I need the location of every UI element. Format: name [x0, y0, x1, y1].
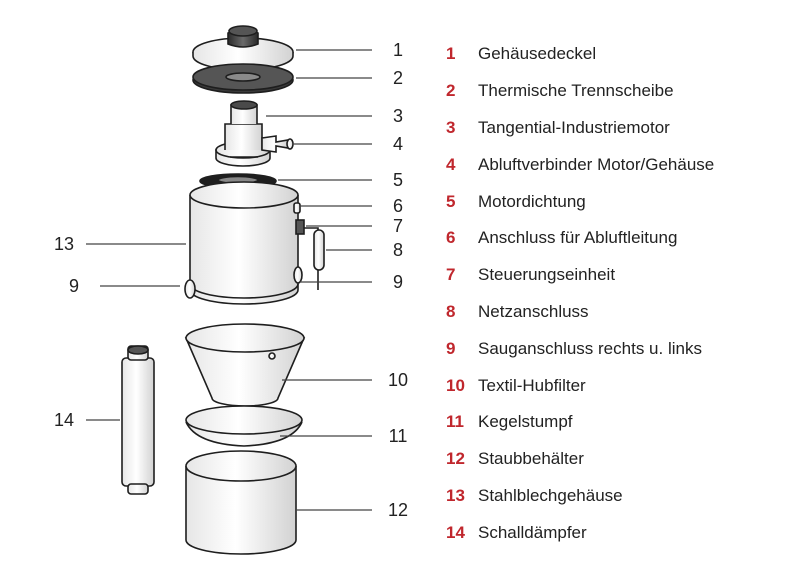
legend-label: Abluftverbinder Motor/Gehäuse — [478, 154, 715, 174]
legend-number: 14 — [446, 522, 465, 542]
control-unit — [295, 219, 305, 235]
legend-label: Textil-Hubfilter — [478, 375, 586, 395]
callout-7: 7 — [393, 216, 403, 236]
legend-number: 3 — [446, 117, 456, 137]
callout-13: 13 — [54, 234, 74, 254]
legend-item: 6 Anschluss für Abluftleitung — [446, 220, 714, 257]
legend-label: Steuerungseinheit — [478, 265, 616, 285]
suction-port-left — [184, 279, 196, 299]
legend-number: 9 — [446, 338, 456, 358]
legend-label: Motordichtung — [478, 191, 586, 211]
legend-number: 8 — [446, 301, 456, 321]
legend-item: 10 Textil-Hubfilter — [446, 367, 714, 404]
exhaust-connector-part — [261, 135, 294, 153]
legend-label: Thermische Trennscheibe — [478, 81, 674, 101]
legend-number: 1 — [446, 44, 456, 64]
callout-numbers: 1 2 3 4 5 6 7 8 9 9 10 11 12 13 14 — [54, 40, 408, 520]
thermal-separator-disc-part — [192, 63, 294, 94]
legend-label: Tangential-Industriemotor — [478, 117, 670, 137]
legend-number: 11 — [446, 412, 464, 432]
legend-number: 5 — [446, 191, 456, 211]
exploded-view-diagram: 1 2 3 4 5 6 7 8 9 9 10 11 12 13 14 — [54, 25, 408, 555]
legend-number: 7 — [446, 265, 456, 285]
legend-item: 9 Sauganschluss rechts u. links — [446, 330, 714, 367]
legend-item: 4 Abluftverbinder Motor/Gehäuse — [446, 146, 714, 183]
legend-number: 2 — [446, 81, 456, 101]
silencer-part — [121, 345, 155, 495]
callout-14: 14 — [54, 410, 74, 430]
legend-item: 8 Netzanschluss — [446, 294, 714, 331]
callout-3: 3 — [393, 106, 403, 126]
callout-12: 12 — [388, 500, 408, 520]
legend-label: Stahlblechgehäuse — [478, 485, 623, 505]
legend-item: 5 Motordichtung — [446, 183, 714, 220]
dust-container-part — [185, 450, 297, 555]
leader-lines — [86, 49, 372, 511]
legend-number: 13 — [446, 485, 465, 505]
legend-label: Staubbehälter — [478, 449, 584, 469]
steel-housing-part — [184, 181, 325, 305]
tangential-motor-part — [215, 100, 271, 167]
callout-2: 2 — [393, 68, 403, 88]
exhaust-port — [293, 202, 301, 214]
legend-item: 14 Schalldämpfer — [446, 514, 714, 551]
callout-8: 8 — [393, 240, 403, 260]
legend-label: Gehäusedeckel — [478, 44, 597, 64]
legend-number: 4 — [446, 154, 456, 174]
power-plug — [313, 229, 325, 271]
legend-item: 13 Stahlblechgehäuse — [446, 478, 714, 515]
legend-number: 10 — [446, 375, 465, 395]
callout-9-left: 9 — [69, 276, 79, 296]
suction-port-right — [293, 266, 303, 284]
legend-item: 7 Steuerungseinheit — [446, 257, 714, 294]
callout-10: 10 — [388, 370, 408, 390]
callout-9-right: 9 — [393, 272, 403, 292]
legend-item: 2 Thermische Trennscheibe — [446, 73, 714, 110]
callout-6: 6 — [393, 196, 403, 216]
legend-label: Netzanschluss — [478, 301, 589, 321]
callout-5: 5 — [393, 170, 403, 190]
legend-label: Kegelstumpf — [478, 412, 573, 432]
legend-item: 1 Gehäusedeckel — [446, 36, 714, 73]
callout-4: 4 — [393, 134, 403, 154]
legend-label: Schalldämpfer — [478, 522, 587, 542]
legend-label: Anschluss für Abluftleitung — [478, 228, 678, 248]
legend-item: 3 Tangential-Industriemotor — [446, 110, 714, 147]
textile-filter-part — [184, 323, 306, 407]
callout-11: 11 — [389, 426, 408, 446]
legend-number: 6 — [446, 228, 456, 248]
callout-1: 1 — [393, 40, 403, 60]
legend-item: 11 Kegelstumpf — [446, 404, 714, 441]
legend-label: Sauganschluss rechts u. links — [478, 338, 702, 358]
legend-number: 12 — [446, 449, 465, 469]
legend-item: 12 Staubbehälter — [446, 441, 714, 478]
cone-frustum-part — [185, 405, 303, 447]
